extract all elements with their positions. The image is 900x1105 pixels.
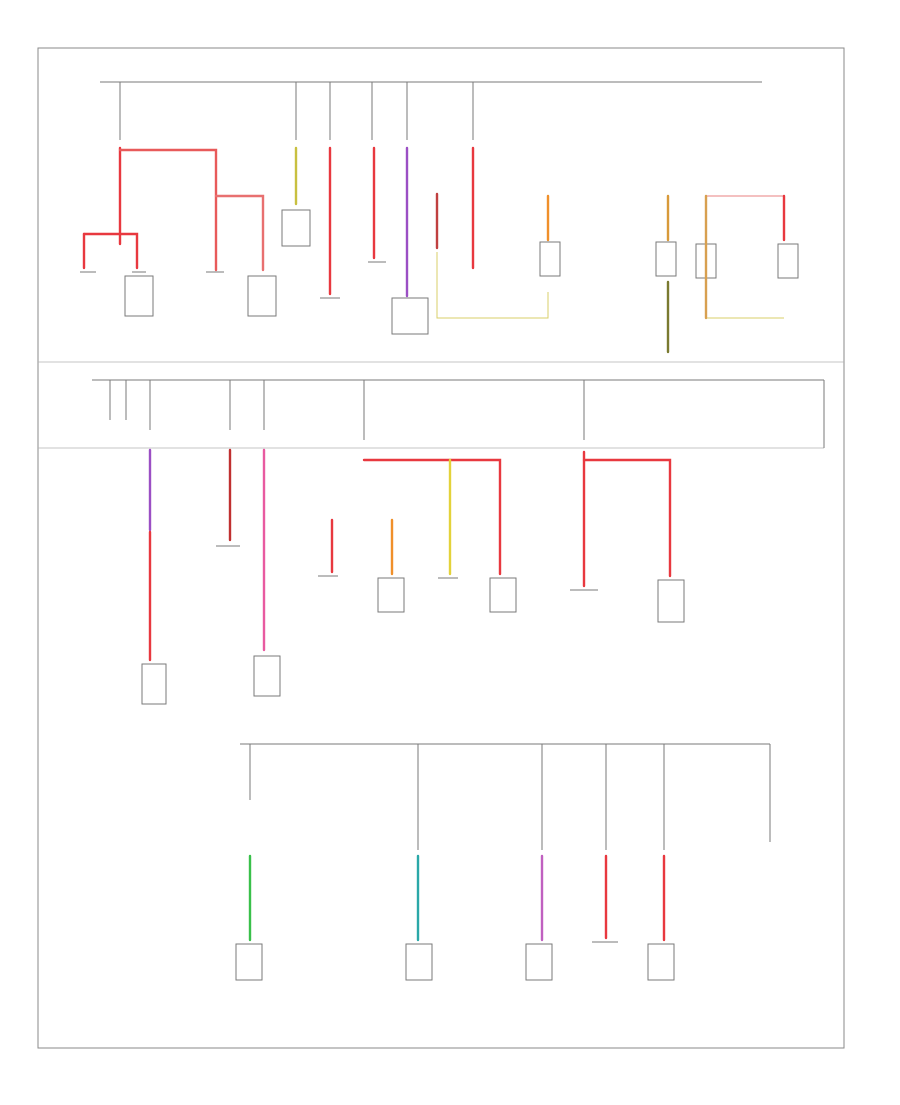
top-section: [80, 81, 799, 335]
top-wires: [82, 146, 786, 354]
connector-box: [777, 243, 799, 279]
connector-box: [281, 209, 311, 247]
middle-wires: [148, 448, 672, 662]
middle-section: [92, 379, 825, 705]
connector-box: [141, 663, 167, 705]
bottom-section: [235, 743, 771, 981]
connector-box: [657, 579, 685, 623]
connector-box: [655, 241, 677, 277]
diagram-border: [37, 47, 845, 1049]
connector-box: [405, 943, 433, 981]
connector-box: [247, 275, 277, 317]
connector-box: [377, 577, 405, 613]
connector-box: [539, 241, 561, 277]
connector-box: [124, 275, 154, 317]
connector-box: [235, 943, 263, 981]
connector-box: [489, 577, 517, 613]
connector-box: [391, 297, 429, 335]
bottom-wires: [248, 854, 666, 942]
connector-box: [647, 943, 675, 981]
connector-box: [253, 655, 281, 697]
connector-box: [525, 943, 553, 981]
